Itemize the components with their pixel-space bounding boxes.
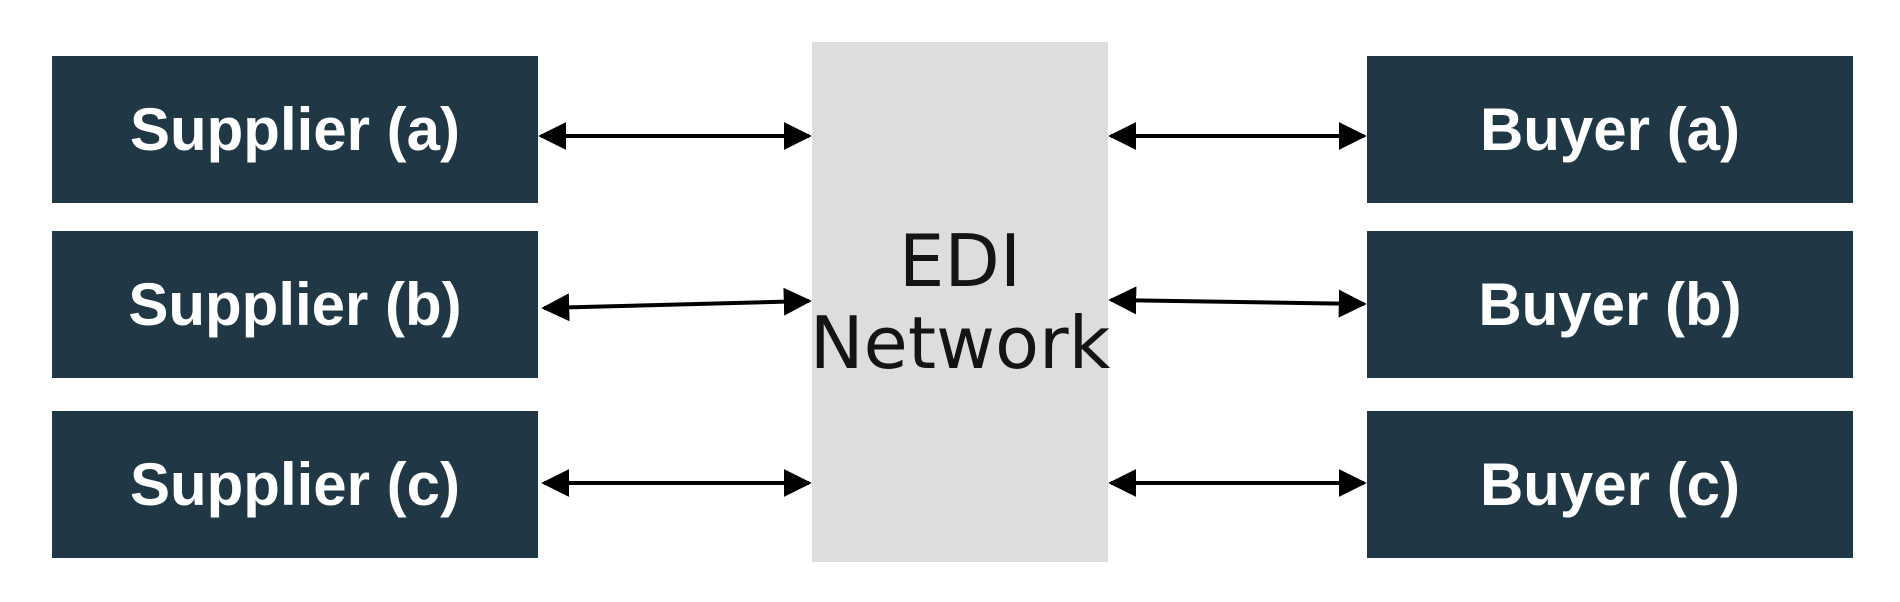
- buyer-b-label: Buyer (b): [1478, 271, 1742, 338]
- buyer-c-label: Buyer (c): [1479, 451, 1741, 518]
- supplier-a-box: Supplier (a): [52, 56, 538, 203]
- supplier-a-label: Supplier (a): [129, 96, 461, 163]
- arrow-network-buyer-b: [1108, 286, 1367, 318]
- supplier-c-label: Supplier (c): [129, 451, 461, 518]
- supplier-c-box: Supplier (c): [52, 411, 538, 558]
- edi-network-label-line1: EDI: [898, 219, 1022, 303]
- arrow-supplier-b-network: [541, 287, 812, 322]
- buyer-b-box: Buyer (b): [1367, 231, 1853, 378]
- supplier-b-label: Supplier (b): [128, 271, 462, 338]
- edi-network-box: EDI Network: [809, 42, 1111, 562]
- supplier-b-box: Supplier (b): [52, 231, 538, 378]
- edi-network-label-line2: Network: [809, 301, 1111, 385]
- buyer-a-box: Buyer (a): [1367, 56, 1853, 203]
- buyer-a-label: Buyer (a): [1479, 96, 1741, 163]
- buyer-c-box: Buyer (c): [1367, 411, 1853, 558]
